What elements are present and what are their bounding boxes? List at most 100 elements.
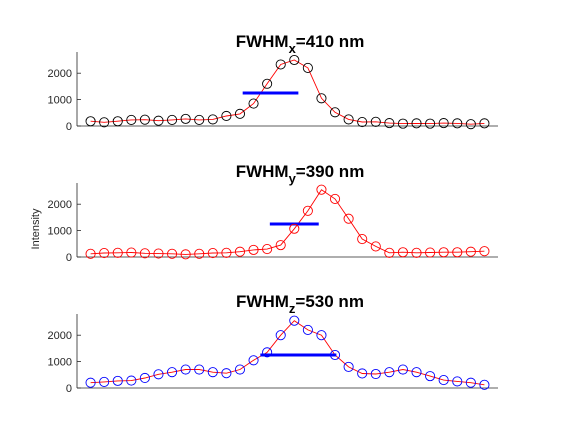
plot-title-y: FWHMy=390 nm — [236, 162, 365, 186]
plot-title-y-rest: =390 nm — [296, 162, 365, 181]
data-point-x-14 — [262, 78, 273, 89]
data-point-z-20 — [343, 361, 354, 372]
plot-title-z-rest: =530 nm — [295, 292, 364, 311]
data-point-x-7 — [167, 114, 178, 125]
data-point-y-18 — [316, 184, 327, 195]
data-point-x-2 — [99, 117, 110, 128]
data-point-y-8 — [180, 249, 191, 260]
data-point-z-15 — [275, 330, 286, 341]
data-point-x-9 — [194, 114, 205, 125]
data-point-y-7 — [167, 248, 178, 259]
data-point-z-29 — [465, 377, 476, 388]
data-point-x-1 — [85, 116, 96, 127]
data-point-y-25 — [411, 247, 422, 258]
data-point-z-6 — [153, 369, 164, 380]
y-tick-label-z-2000: 2000 — [48, 330, 72, 342]
data-point-x-21 — [357, 116, 368, 128]
data-point-y-9 — [194, 248, 205, 259]
data-point-z-7 — [167, 367, 178, 378]
data-point-y-13 — [248, 244, 259, 255]
y-tick-label-x-0: 0 — [66, 121, 72, 133]
data-point-x-6 — [153, 115, 164, 126]
plot-title-y-main: FWHM — [236, 162, 289, 181]
plot-title-z-main: FWHM — [236, 292, 289, 311]
data-point-z-4 — [126, 375, 137, 386]
data-point-x-17 — [302, 62, 313, 73]
series-line-x — [90, 59, 485, 125]
data-point-x-22 — [370, 116, 381, 127]
data-point-y-6 — [153, 248, 164, 259]
data-point-y-15 — [275, 240, 286, 251]
data-point-x-23 — [384, 118, 395, 129]
data-point-y-2 — [99, 247, 110, 259]
data-point-y-30 — [479, 246, 490, 257]
data-point-z-16 — [289, 315, 300, 326]
data-point-y-26 — [425, 247, 436, 258]
data-point-z-3 — [112, 375, 123, 386]
data-point-y-10 — [207, 247, 218, 259]
data-point-z-30 — [479, 379, 490, 390]
data-point-x-5 — [139, 114, 150, 125]
data-point-z-23 — [384, 367, 395, 378]
data-point-x-27 — [438, 118, 449, 129]
data-point-x-16 — [289, 54, 300, 66]
data-point-z-8 — [180, 364, 191, 375]
data-point-x-12 — [234, 108, 246, 119]
plot-title-x: FWHMx=410 nm — [236, 32, 365, 56]
y-tick-label-z-0: 0 — [66, 383, 72, 395]
data-point-x-28 — [452, 118, 463, 129]
data-point-x-30 — [479, 118, 490, 129]
data-point-x-26 — [425, 118, 436, 129]
data-point-x-18 — [316, 93, 327, 104]
data-point-y-14 — [262, 244, 273, 255]
y-tick-label-x-2000: 2000 — [48, 68, 72, 80]
data-point-x-24 — [397, 118, 408, 129]
plot-title-z: FWHMz=530 nm — [236, 292, 364, 316]
data-point-z-25 — [411, 367, 422, 378]
data-point-x-25 — [411, 118, 422, 129]
data-point-z-21 — [357, 368, 368, 379]
data-point-z-17 — [302, 324, 313, 335]
y-tick-label-y-0: 0 — [66, 252, 72, 264]
data-point-z-11 — [221, 368, 232, 379]
data-point-z-28 — [452, 376, 463, 387]
plot-title-x-main: FWHM — [236, 32, 289, 51]
data-point-x-20 — [343, 114, 354, 125]
y-axis-label: Intensity — [30, 208, 42, 249]
data-point-z-5 — [139, 372, 150, 384]
data-point-y-21 — [357, 233, 368, 245]
subplot-z: FWHMz=530 nm 0 1000 2000 — [48, 292, 498, 395]
data-point-y-28 — [452, 247, 463, 258]
data-point-y-16 — [289, 223, 300, 234]
data-point-x-15 — [275, 59, 286, 70]
y-tick-label-z-1000: 1000 — [48, 357, 72, 369]
data-point-y-19 — [329, 193, 341, 204]
data-point-y-20 — [343, 213, 354, 224]
data-point-z-14 — [262, 347, 273, 358]
data-point-y-24 — [397, 247, 408, 258]
data-point-z-27 — [438, 375, 449, 386]
plot-title-x-rest: =410 nm — [296, 32, 365, 51]
plot-title-x-subscript: x — [289, 41, 297, 56]
data-point-y-23 — [384, 247, 395, 258]
data-point-z-26 — [425, 371, 436, 382]
data-point-x-4 — [126, 114, 137, 125]
data-point-y-12 — [234, 246, 246, 257]
data-point-x-3 — [112, 116, 123, 127]
data-point-x-13 — [248, 98, 259, 109]
data-point-z-13 — [248, 355, 259, 366]
data-point-y-1 — [85, 248, 96, 259]
series-line-y — [90, 189, 485, 255]
data-point-x-11 — [221, 110, 232, 122]
data-point-y-4 — [126, 247, 137, 258]
subplot-x: FWHMx=410 nm 0 1000 2000 — [48, 32, 498, 133]
data-point-y-5 — [139, 248, 150, 259]
data-point-z-1 — [85, 377, 96, 388]
data-point-y-29 — [465, 246, 476, 257]
data-point-z-22 — [370, 368, 381, 380]
y-tick-label-x-1000: 1000 — [48, 95, 72, 107]
data-point-z-18 — [316, 330, 327, 341]
